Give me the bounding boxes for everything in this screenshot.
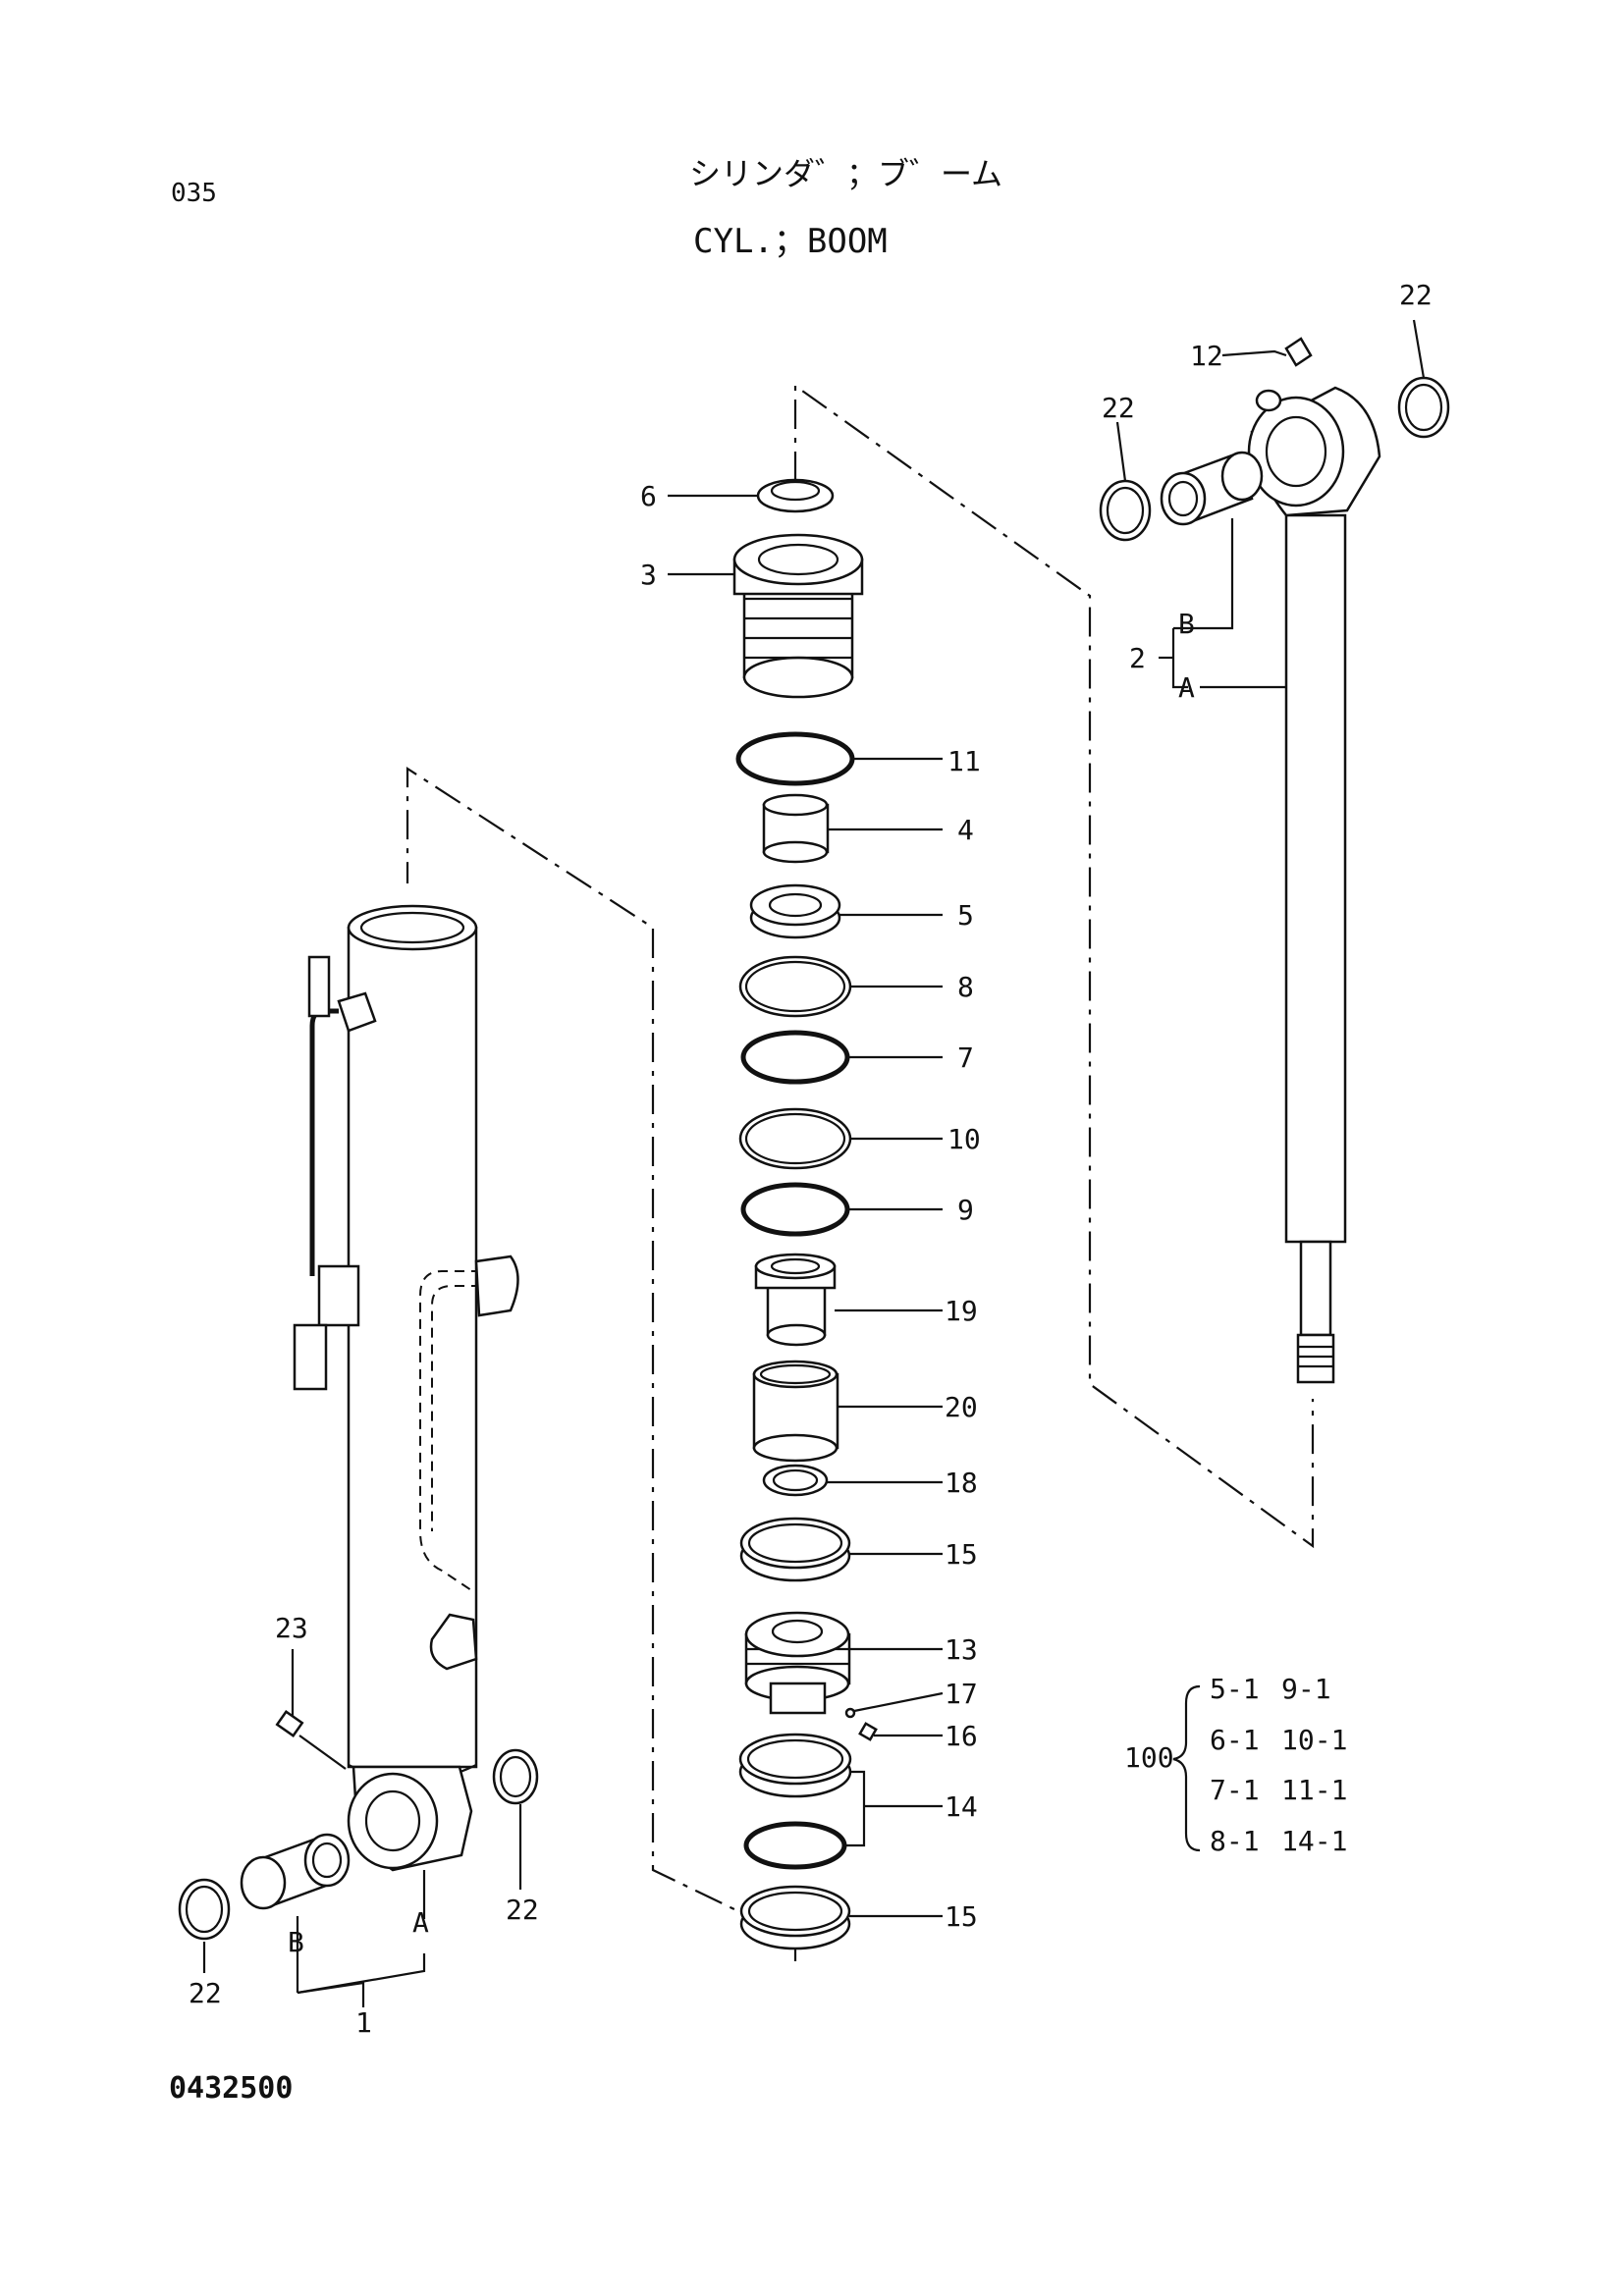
piston-13	[744, 1611, 851, 1715]
wear-ring-15-lower	[739, 1885, 851, 1950]
kit-item-8: 14-1	[1281, 1825, 1347, 1857]
kit-item-7: 8-1	[1210, 1825, 1260, 1857]
dust-seal-6	[756, 478, 835, 513]
callout-1-a: A	[412, 1906, 429, 1939]
callout-labels: 6 3 11 4 5 8 7 10 9 19 20 18 15 13 17 16…	[189, 279, 1433, 2039]
cylinder-head-3	[732, 533, 864, 699]
kit-item-2: 9-1	[1281, 1673, 1331, 1705]
wear-ring-15-upper	[739, 1517, 851, 1582]
buffer-ring-5	[749, 883, 841, 939]
title-japanese: シリンダ゛；ブ゛ーム	[689, 155, 1003, 192]
assembly-axis-lines	[406, 383, 1315, 1961]
kit-item-1: 5-1	[1210, 1673, 1260, 1705]
tube-bushing	[240, 1833, 351, 1910]
set-screw-16	[858, 1722, 878, 1741]
bushing-4	[762, 793, 830, 864]
callout-22-rod-left: 22	[1102, 392, 1135, 424]
seal-14	[738, 1733, 852, 1870]
callout-22-tube-left: 22	[189, 1977, 222, 2009]
callout-15-upper: 15	[945, 1538, 978, 1571]
callout-10: 10	[947, 1123, 981, 1155]
callout-11: 11	[947, 745, 981, 777]
callout-18: 18	[945, 1467, 978, 1499]
steel-ball-17	[844, 1707, 856, 1719]
callout-22-tube-right: 22	[506, 1894, 539, 1926]
o-ring-11	[735, 731, 855, 786]
callout-2: 2	[1129, 642, 1146, 674]
callout-1-b: B	[288, 1926, 304, 1958]
callout-13: 13	[945, 1633, 978, 1666]
callout-1: 1	[355, 2006, 372, 2039]
callout-20: 20	[945, 1391, 978, 1423]
rod-bushing	[1160, 451, 1264, 526]
callout-17: 17	[945, 1678, 978, 1710]
ring-8	[738, 955, 852, 1018]
kit-number: 100	[1124, 1741, 1174, 1774]
callout-2-a: A	[1178, 671, 1195, 704]
bushing-20	[752, 1360, 839, 1463]
o-ring-9	[740, 1182, 850, 1237]
drawing-code: 0432500	[169, 2071, 294, 2106]
kit-item-4: 10-1	[1281, 1724, 1347, 1756]
callout-9: 9	[957, 1194, 974, 1226]
callout-16: 16	[945, 1720, 978, 1752]
kit-item-5: 7-1	[1210, 1774, 1260, 1806]
callout-7: 7	[957, 1041, 974, 1074]
callout-3: 3	[640, 559, 657, 591]
leader-lines	[202, 319, 1426, 2007]
callout-5: 5	[957, 899, 974, 932]
cylinder-tube	[293, 904, 519, 1872]
kit-item-6: 11-1	[1281, 1774, 1347, 1806]
callout-19: 19	[945, 1295, 978, 1327]
callout-15-lower: 15	[945, 1900, 978, 1933]
callout-2-b: B	[1178, 608, 1195, 640]
collar-19	[754, 1253, 837, 1347]
callout-12: 12	[1190, 340, 1223, 372]
o-ring-7	[740, 1030, 850, 1085]
grease-fitting-23	[275, 1709, 347, 1770]
callout-4: 4	[957, 814, 974, 846]
piston-rod	[1247, 337, 1381, 1384]
callout-6: 6	[640, 480, 657, 512]
callout-23: 23	[275, 1612, 308, 1644]
callout-22-rod-right: 22	[1399, 279, 1433, 311]
callout-14: 14	[945, 1790, 978, 1823]
ring-10	[738, 1107, 852, 1170]
callout-8: 8	[957, 971, 974, 1003]
title-english: CYL.；BOOM	[693, 222, 888, 261]
kit-item-3: 6-1	[1210, 1724, 1260, 1756]
page-number: 035	[171, 179, 217, 208]
